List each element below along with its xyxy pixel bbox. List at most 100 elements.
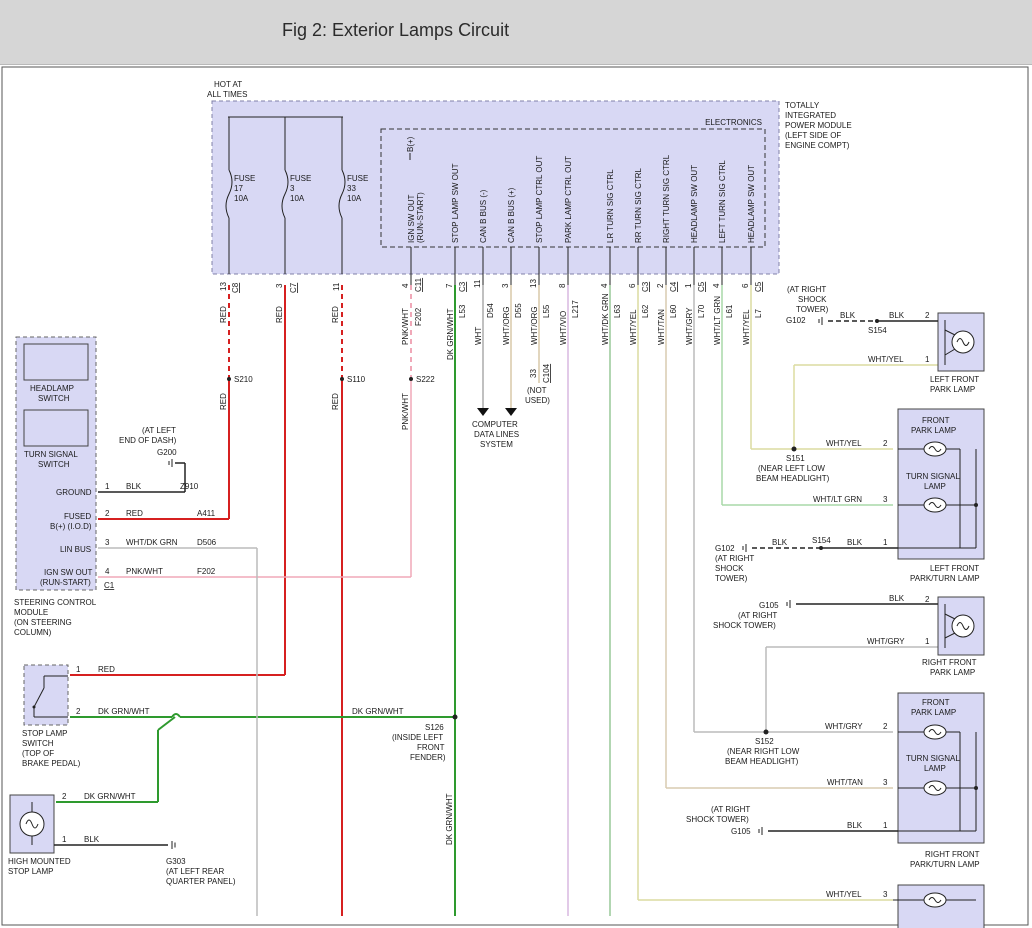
svg-text:C7: C7 [289,282,298,293]
can-bus: COMPUTER DATA LINES SYSTEM [472,285,519,449]
svg-text:TOWER): TOWER) [796,305,829,314]
tipm-output-circuit: L55 [542,304,551,318]
svg-text:RED: RED [98,665,115,674]
svg-text:11: 11 [332,282,341,291]
svg-text:SHOCK TOWER): SHOCK TOWER) [686,815,749,824]
header-bar: Fig 2: Exterior Lamps Circuit [0,0,1032,65]
stop-lamp-switch: 1 2 RED STOP LAMP SWITCH (TOP OF BRAKE P… [22,664,115,768]
svg-text:(AT RIGHT: (AT RIGHT [715,554,754,563]
tipm-output-pin: 4 [712,283,721,288]
tipm-output-name: STOP LAMP CTRL OUT [535,156,544,243]
tipm-output-wire-color: WHT/YEL [742,309,751,345]
svg-text:(AT LEFT REAR: (AT LEFT REAR [166,867,224,876]
svg-text:S154: S154 [868,326,887,335]
tipm-output-circuit: L63 [613,304,622,318]
tipm-output-name: RR TURN SIG CTRL [634,167,643,243]
svg-text:COMPUTER: COMPUTER [472,420,518,429]
svg-text:RED: RED [275,306,284,323]
tipm-output-name: HEADLAMP SW OUT [690,165,699,243]
svg-text:1: 1 [62,835,67,844]
tipm-output-pin: 6 [741,283,750,288]
svg-text:SWITCH: SWITCH [22,739,54,748]
svg-text:BLK: BLK [847,538,863,547]
tipm-output-circuit: L61 [725,304,734,318]
svg-text:RIGHT FRONT: RIGHT FRONT [922,658,977,667]
svg-text:2: 2 [62,792,67,801]
tipm-output-name: CAN B BUS (+) [507,187,516,243]
svg-text:TURN SIGNAL: TURN SIGNAL [906,754,960,763]
svg-text:LEFT FRONT: LEFT FRONT [930,564,979,573]
svg-text:(NOT: (NOT [527,386,547,395]
svg-text:(RUN-START): (RUN-START) [40,578,91,587]
tipm-output-name-2: (RUN-START) [416,192,425,243]
tipm-name: TOTALLY INTEGRATED POWER MODULE (LEFT SI… [785,101,852,150]
svg-text:1: 1 [883,538,888,547]
tipm-output-wire-color: WHT/YEL [629,309,638,345]
tipm-output-name: LEFT TURN SIG CTRL [718,160,727,243]
tipm-output-connector: C11 [414,277,423,292]
svg-text:RIGHT FRONT: RIGHT FRONT [925,850,980,859]
svg-text:3: 3 [883,890,888,899]
bplus-label: B(+) [406,136,415,152]
svg-text:(AT LEFT: (AT LEFT [142,426,176,435]
tipm-output-circuit: L60 [669,304,678,318]
svg-text:2: 2 [883,722,888,731]
svg-text:FUSED: FUSED [64,512,91,521]
svg-text:WHT/TAN: WHT/TAN [827,778,863,787]
svg-text:LEFT FRONT: LEFT FRONT [930,375,979,384]
tipm-output-name: IGN SW OUT [407,194,416,243]
svg-text:PARK/TURN LAMP: PARK/TURN LAMP [910,574,980,583]
svg-text:B(+) (I.O.D): B(+) (I.O.D) [50,522,92,531]
svg-text:STEERING CONTROL: STEERING CONTROL [14,598,97,607]
svg-text:3: 3 [883,495,888,504]
tipm-output-name: PARK LAMP CTRL OUT [564,156,573,243]
svg-text:G105: G105 [759,601,779,610]
svg-text:ENGINE COMPT): ENGINE COMPT) [785,141,850,150]
svg-text:33: 33 [529,369,538,378]
svg-text:FUSE: FUSE [347,174,368,183]
fuse-pins: 13 C8 3 C7 11 [219,282,341,293]
svg-text:POWER MODULE: POWER MODULE [785,121,852,130]
scm-pin: 4 [105,567,110,576]
svg-text:C1: C1 [104,581,115,590]
stop-lamp-wire: DK GRN/WHT DK GRN/WHT DK GRN/WHT DK GRN/… [56,285,458,916]
svg-text:DK GRN/WHT: DK GRN/WHT [352,707,404,716]
svg-text:WHT/GRY: WHT/GRY [825,722,863,731]
svg-text:33: 33 [347,184,356,193]
tipm-output-circuit: F202 [414,307,423,326]
tipm-output-wire-color: WHT/LT GRN [713,296,722,345]
svg-text:PARK LAMP: PARK LAMP [911,708,956,717]
stop-ctrl-unused: 33 C104 (NOT USED) [525,285,551,405]
tipm-output-wire-color: WHT/ORG [530,306,539,345]
svg-text:(AT RIGHT: (AT RIGHT [711,805,750,814]
tipm-output-pin: 4 [401,283,410,288]
svg-text:GROUND: GROUND [56,488,92,497]
svg-text:17: 17 [234,184,243,193]
svg-text:TURN SIGNAL: TURN SIGNAL [24,450,78,459]
g105-bottom-ground: (AT RIGHT SHOCK TOWER) G105 BLK [686,805,898,836]
svg-text:3: 3 [883,778,888,787]
g102-top-ground: (AT RIGHT SHOCK TOWER) G102 BLK BLK S154… [786,285,938,364]
svg-text:2: 2 [883,439,888,448]
svg-text:LAMP: LAMP [924,764,946,773]
tipm-output-name: RIGHT TURN SIG CTRL [662,154,671,243]
svg-text:1: 1 [76,665,81,674]
page-title: Fig 2: Exterior Lamps Circuit [282,20,510,40]
svg-text:STOP LAMP: STOP LAMP [8,867,54,876]
high-mounted-stop-lamp: 2 1 BLK HIGH MOUNTED STOP LAMP G303 (AT … [8,792,236,886]
tipm-output-connector: C3 [641,281,650,292]
svg-text:DK GRN/WHT: DK GRN/WHT [445,793,454,845]
svg-text:TURN SIGNAL: TURN SIGNAL [906,472,960,481]
diagram-frame [1,66,1029,926]
scm-pin: 2 [105,509,110,518]
svg-text:STOP LAMP: STOP LAMP [22,729,68,738]
svg-text:SYSTEM: SYSTEM [480,440,513,449]
tipm-output-circuit: L62 [641,304,650,318]
svg-text:FRONT: FRONT [922,698,950,707]
svg-text:END OF DASH): END OF DASH) [119,436,177,445]
svg-text:1: 1 [925,637,930,646]
svg-text:G102: G102 [715,544,735,553]
tipm-box [211,100,780,275]
svg-text:S110: S110 [347,375,366,384]
scm-circuit: F202 [197,567,216,576]
